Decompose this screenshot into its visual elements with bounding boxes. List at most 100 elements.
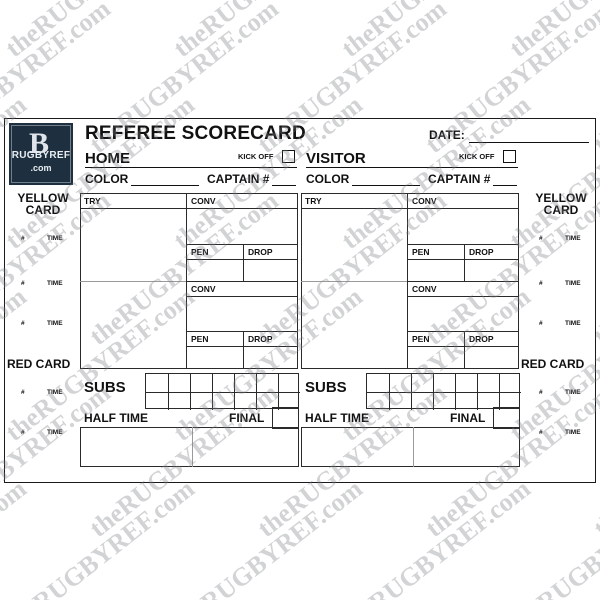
date-label: DATE: [429,128,465,142]
visitor-drop-top-label: DROP [469,247,494,257]
home-try-label: TRY [84,196,101,206]
home-final-score-box[interactable] [272,407,299,429]
visitor-subs-grid[interactable] [366,373,521,410]
logo-domain-text: .com [30,163,52,173]
home-pendrop-bottom-divider [243,331,244,369]
visitor-yellow-2-num-label: # [539,280,543,287]
visitor-conv-bottom-bottom-line [407,331,519,332]
logo-brand-text: RUGBYREF [11,150,71,161]
visitor-try-mid-line [301,281,407,282]
home-pendrop-top-divider [243,244,244,281]
home-pendrop-bottom-header-line [186,346,298,347]
home-kickoff-label: KICK OFF [238,152,274,161]
visitor-conv-bottom-label: CONV [412,284,437,294]
home-red-1-time-label: TIME [47,389,63,396]
home-captain-label: CAPTAIN # [207,172,270,186]
home-red-2-num-label: # [21,429,25,436]
home-subs-grid[interactable] [145,373,300,410]
home-conv-bottom-label: CONV [191,284,216,294]
home-subs-label: SUBS [84,379,126,396]
referee-scorecard: B RUGBYREF .com REFEREE SCORECARD DATE: … [4,118,596,483]
watermark-text: theRUGBYREF.com [168,0,368,64]
home-try-mid-line [80,281,186,282]
home-kickoff-checkbox[interactable] [282,150,295,163]
home-conv-bottom-header-line [186,296,298,297]
home-yellow-2-num-label: # [21,280,25,287]
visitor-conv-top-bottom-line [407,244,519,245]
home-conv-top-bottom-line [186,244,298,245]
home-captain-write-line[interactable] [272,185,296,186]
visitor-team-write-line[interactable] [306,167,518,168]
subs-row-divider [367,392,521,393]
page-title: REFEREE SCORECARD [85,123,306,144]
visitor-final-score-box[interactable] [493,407,520,429]
visitor-conv-top-label: CONV [412,196,437,206]
home-drop-top-label: DROP [248,247,273,257]
home-yellow-card-heading-line2: CARD [25,203,61,217]
home-try-header-line [80,208,186,209]
home-yellow-3-time-label: TIME [47,320,63,327]
home-red-2-time-label: TIME [47,429,63,436]
visitor-conv-bottom-header-line [407,296,519,297]
home-pendrop-top-bottom-line [186,281,298,282]
home-color-label: COLOR [85,172,129,186]
visitor-yellow-3-num-label: # [539,320,543,327]
visitor-color-write-line[interactable] [352,185,420,186]
visitor-color-label: COLOR [306,172,350,186]
visitor-kickoff-label: KICK OFF [459,152,495,161]
home-conv-bottom-bottom-line [186,331,298,332]
watermark-text: theRUGBYREF.com [168,473,368,600]
visitor-yellow-1-time-label: TIME [565,235,581,242]
visitor-yellow-card-heading-line2: CARD [543,203,579,217]
visitor-half-time-label: HALF TIME [305,411,369,425]
home-team-write-line[interactable] [85,167,297,168]
home-yellow-1-time-label: TIME [47,235,63,242]
home-red-card-heading: RED CARD [7,357,71,371]
home-half-time-label: HALF TIME [84,411,148,425]
visitor-red-2-num-label: # [539,429,543,436]
subs-row-divider [146,392,300,393]
visitor-yellow-3-time-label: TIME [565,320,581,327]
home-yellow-1-num-label: # [21,235,25,242]
visitor-half-time-box-divider [413,427,414,467]
visitor-red-2-time-label: TIME [565,429,581,436]
visitor-yellow-2-time-label: TIME [565,280,581,287]
visitor-final-label: FINAL [450,411,486,425]
home-pen-top-label: PEN [191,247,209,257]
home-final-label: FINAL [229,411,265,425]
home-color-write-line[interactable] [131,185,199,186]
home-drop-bottom-label: DROP [248,334,273,344]
visitor-pen-bottom-label: PEN [412,334,430,344]
watermark-text: theRUGBYREF.com [504,473,600,600]
visitor-pendrop-bottom-divider [464,331,465,369]
home-pen-bottom-label: PEN [191,334,209,344]
visitor-conv-top-header-line [407,208,519,209]
logo-mark-icon: B [28,127,49,160]
visitor-pen-top-label: PEN [412,247,430,257]
watermark-text: theRUGBYREF.com [0,0,200,64]
home-half-time-box[interactable] [80,427,299,467]
visitor-red-card-heading: RED CARD [521,357,585,371]
rugbyref-logo: B RUGBYREF .com [9,123,73,185]
home-team-label: HOME [85,150,130,167]
visitor-team-label: VISITOR [306,150,366,167]
visitor-kickoff-checkbox[interactable] [503,150,516,163]
home-yellow-card-heading-line1: YELLOW [17,191,69,205]
date-write-line[interactable] [469,142,589,143]
watermark-text: theRUGBYREF.com [0,0,32,64]
watermark-text: theRUGBYREF.com [336,0,536,64]
visitor-subs-label: SUBS [305,379,347,396]
watermark-text: theRUGBYREF.com [336,473,536,600]
watermark-text: theRUGBYREF.com [0,473,200,600]
home-conv-top-header-line [186,208,298,209]
visitor-half-time-box[interactable] [301,427,520,467]
visitor-yellow-card-heading-line1: YELLOW [535,191,587,205]
home-yellow-3-num-label: # [21,320,25,327]
visitor-pendrop-top-header-line [407,259,519,260]
home-yellow-2-time-label: TIME [47,280,63,287]
visitor-red-1-num-label: # [539,389,543,396]
visitor-yellow-1-num-label: # [539,235,543,242]
home-conv-top-label: CONV [191,196,216,206]
visitor-captain-write-line[interactable] [493,185,517,186]
watermark-text: theRUGBYREF.com [0,473,32,600]
